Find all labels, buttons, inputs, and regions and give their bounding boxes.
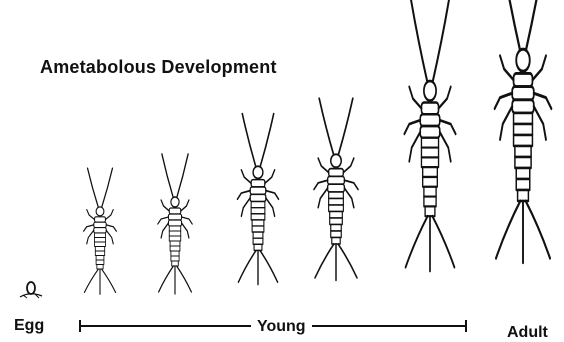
insect-icon [495, 0, 552, 263]
insect-icon [314, 98, 358, 280]
insect-icon [404, 0, 455, 271]
stage-label-young: Young [251, 318, 312, 336]
stage-label-egg: Egg [14, 317, 44, 335]
diagram-title: Ametabolous Development [40, 57, 277, 78]
egg-icon [20, 282, 42, 298]
insect-icon [158, 154, 192, 294]
insect-icon [84, 168, 117, 294]
stage-label-adult: Adult [507, 324, 548, 342]
insect-icon [237, 114, 278, 285]
